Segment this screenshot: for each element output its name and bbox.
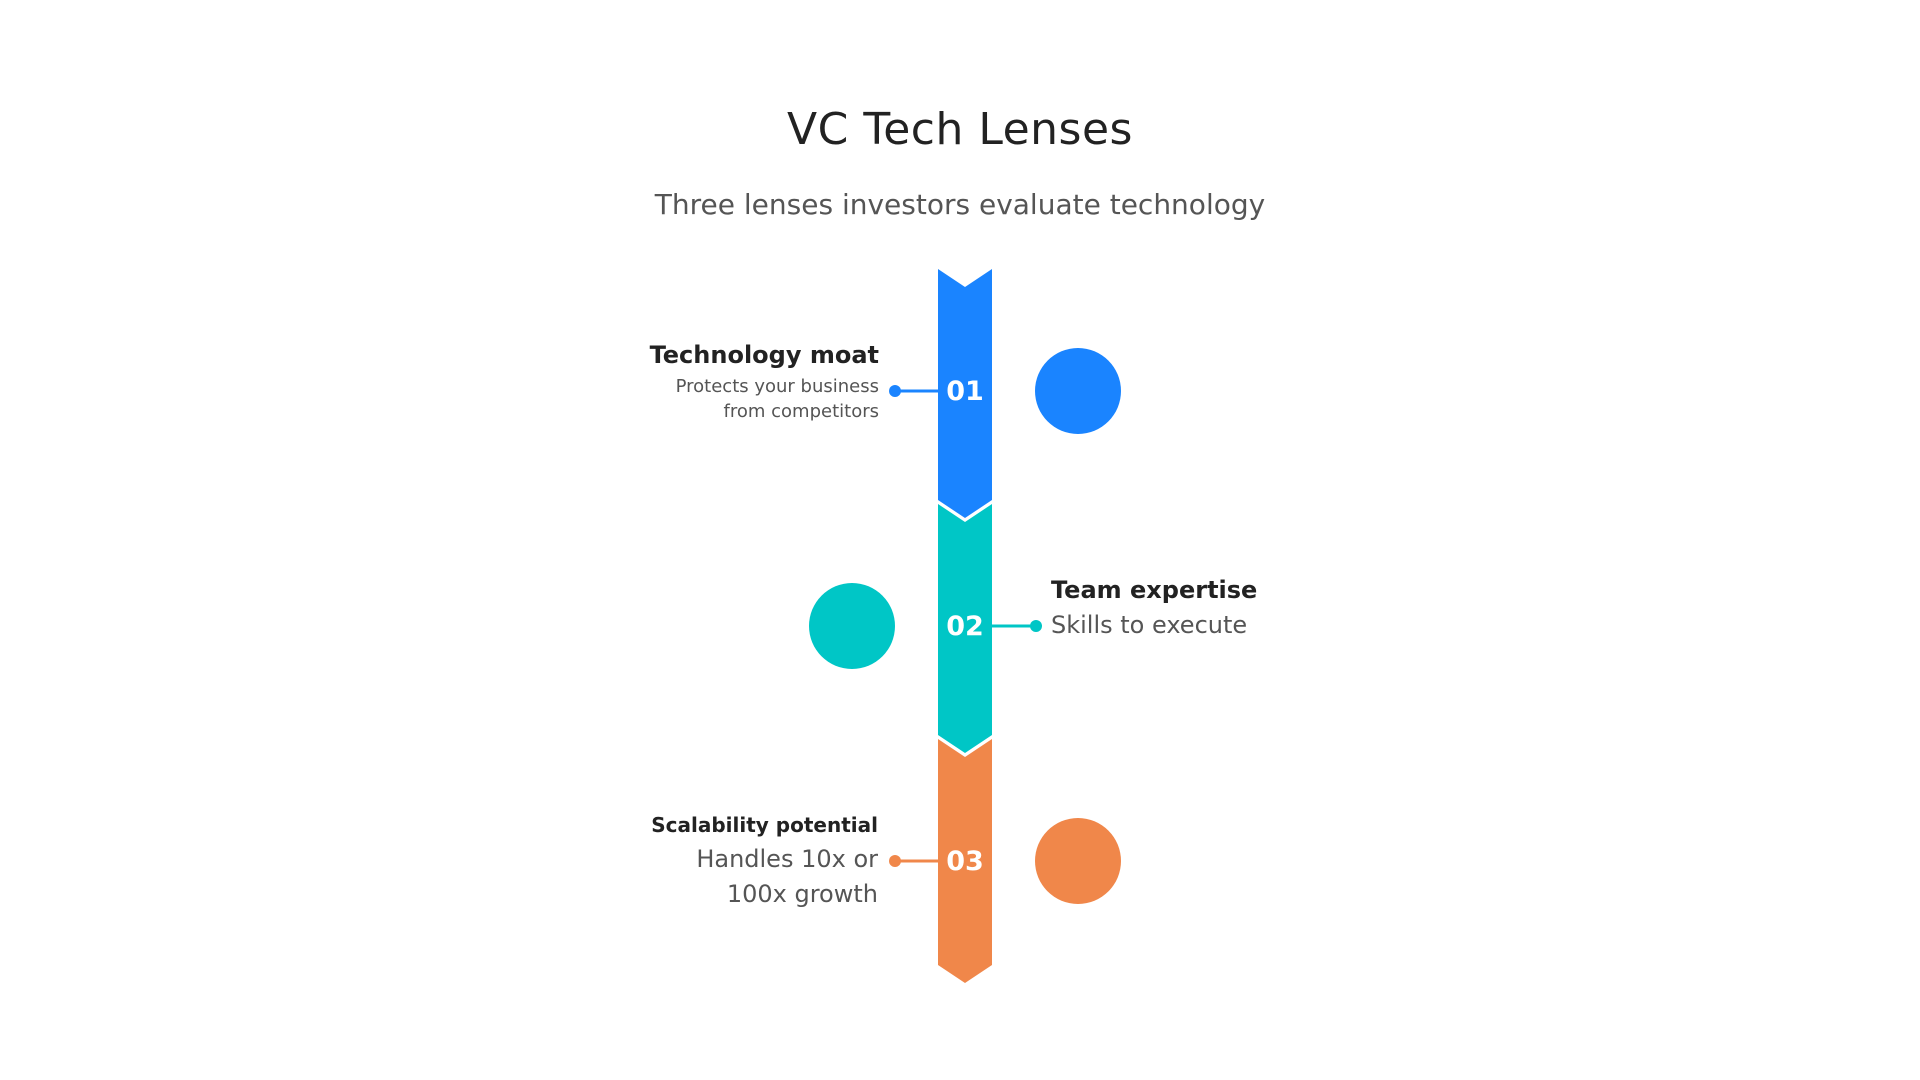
lens-description-line: from competitors — [723, 401, 879, 422]
lens-title: Technology moat — [649, 341, 879, 369]
connector-dot-03 — [889, 855, 901, 867]
lens-description: Skills to execute — [1051, 609, 1257, 641]
segment-arrow-01 — [938, 269, 992, 518]
marker-circle-01 — [1035, 348, 1121, 434]
lens-label-team-expertise: Team expertise Skills to execute — [1051, 575, 1257, 641]
connector-dot-01 — [889, 385, 901, 397]
segment-number-01: 01 — [946, 376, 984, 407]
lens-title: Scalability potential — [651, 813, 878, 837]
timeline-segment-01: 01 — [889, 269, 1121, 518]
segment-number-02: 02 — [946, 611, 984, 642]
lens-description: Handles 10x or 100x growth — [651, 842, 878, 912]
lens-description-line: Protects your business — [675, 376, 879, 397]
lens-description-line: 100x growth — [726, 880, 878, 908]
lens-title: Team expertise — [1051, 576, 1258, 604]
lens-label-scalability-potential: Scalability potential Handles 10x or 100… — [651, 812, 878, 912]
timeline-segment-03: 03 — [889, 739, 1121, 983]
marker-circle-03 — [1035, 818, 1121, 904]
connector-dot-02 — [1030, 620, 1042, 632]
lens-description: Protects your business from competitors — [650, 374, 879, 424]
lens-description-line: Skills to execute — [1051, 611, 1248, 639]
diagram-title: VC Tech Lenses — [787, 104, 1133, 155]
marker-circle-02 — [809, 583, 895, 669]
segment-arrow-03 — [938, 739, 992, 983]
segment-number-03: 03 — [946, 846, 984, 877]
diagram-subtitle: Three lenses investors evaluate technolo… — [654, 188, 1266, 221]
lens-description-line: Handles 10x or — [696, 845, 878, 873]
segment-arrow-02 — [938, 504, 992, 753]
lens-label-technology-moat: Technology moat Protects your business f… — [650, 340, 879, 424]
timeline-segment-02: 02 — [809, 504, 1042, 753]
